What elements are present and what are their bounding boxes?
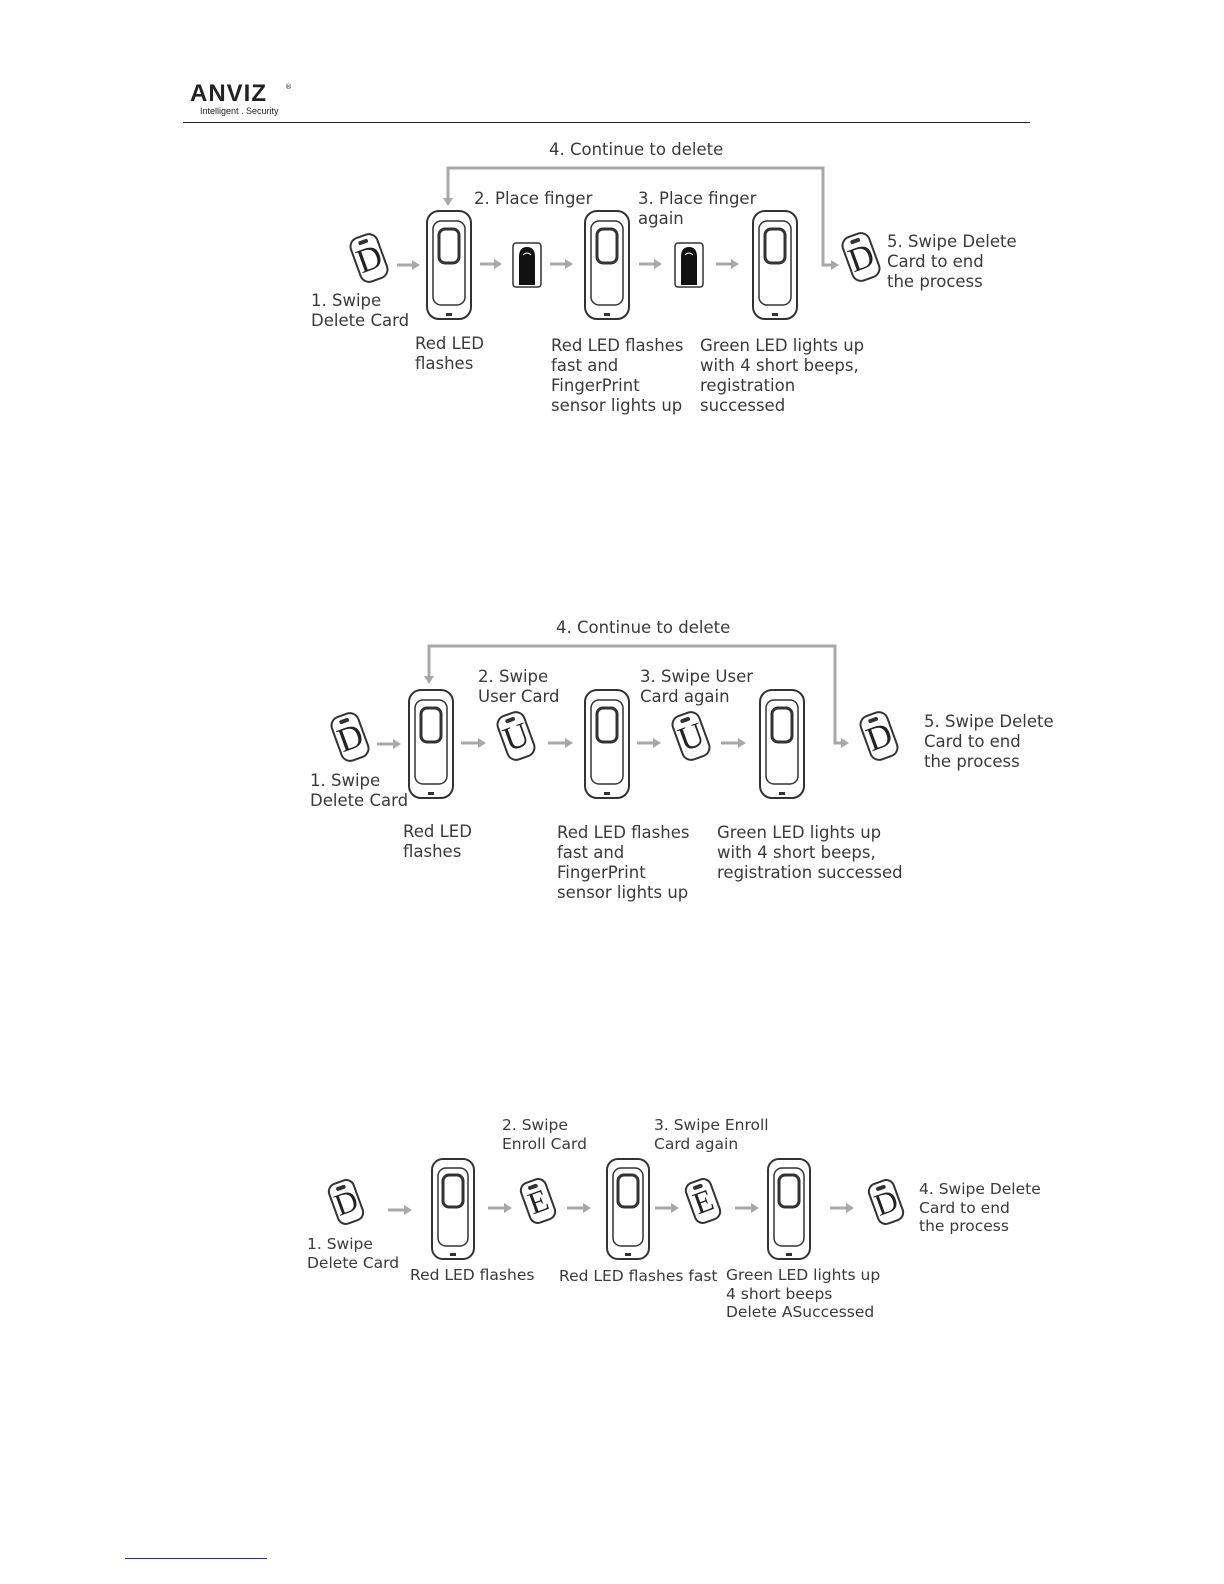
brand-tagline: Intelligent . Security — [200, 106, 279, 116]
step-1-label: 1. Swipe Delete Card — [311, 291, 410, 330]
reader-device-icon — [584, 210, 630, 320]
arrow-right-icon — [735, 1203, 759, 1213]
state-2-label: Red LED flashes fast — [559, 1267, 718, 1285]
arrow-right-icon — [548, 738, 573, 748]
diagram3-graphics: D E E — [327, 1158, 905, 1260]
loop-end-arrow-head — [831, 260, 839, 270]
step-3-label: 3. Swipe User Card again — [640, 667, 754, 706]
svg-text:D: D — [330, 1182, 363, 1223]
loop-arrow — [446, 166, 833, 267]
step-1-label: 1. Swipe Delete Card — [307, 1235, 400, 1272]
step-3-label: 3. Place finger again — [638, 189, 757, 228]
arrow-right-icon — [655, 1203, 679, 1213]
arrow-right-icon — [377, 739, 401, 749]
enroll-card-icon: E — [684, 1178, 722, 1224]
svg-text:D: D — [870, 1182, 903, 1223]
finger-icon — [674, 242, 704, 288]
reader-device-icon — [426, 210, 472, 320]
reader-device-icon — [752, 210, 798, 320]
step-2-label: 2. Swipe User Card — [478, 667, 560, 706]
finger-icon — [512, 242, 542, 288]
state-2-label: Red LED flashes fast and FingerPrint sen… — [557, 823, 690, 902]
loop-label: 4. Continue to delete — [549, 140, 724, 159]
loop-arrow — [427, 644, 843, 745]
reader-device-icon — [408, 689, 454, 799]
state-1-label: Red LED flashes — [403, 822, 472, 861]
arrow-right-icon — [550, 259, 573, 269]
reader-device-icon — [759, 689, 805, 799]
arrow-right-icon — [567, 1203, 591, 1213]
page-header: ANVIZ ® Intelligent . Security — [0, 0, 1224, 130]
state-3-label: Green LED lights up with 4 short beeps, … — [700, 336, 865, 415]
enroll-card-icon: E — [519, 1178, 557, 1224]
arrow-right-icon — [637, 738, 661, 748]
user-card-icon: U — [496, 711, 536, 761]
loop-end-arrow-head — [841, 738, 849, 748]
arrow-right-icon — [397, 260, 420, 270]
arrow-right-icon — [639, 259, 662, 269]
reader-device-icon — [767, 1158, 811, 1260]
loop-label: 4. Continue to delete — [556, 618, 731, 637]
arrow-right-icon — [388, 1205, 412, 1215]
footer-link-underline — [125, 1558, 267, 1559]
arrow-right-icon — [721, 738, 746, 748]
diagram1-graphics: D — [349, 166, 881, 320]
state-2-label: Red LED flashes fast and FingerPrint sen… — [551, 336, 684, 415]
reader-device-icon — [584, 689, 630, 799]
loop-arrow-head — [443, 198, 453, 206]
diagram-user-card-delete: D U U — [310, 618, 1054, 902]
brand-registered-mark: ® — [285, 83, 292, 91]
state-1-label: Red LED flashes — [415, 334, 484, 373]
step-3-label: 3. Swipe Enroll Card again — [654, 1116, 769, 1153]
step-4-label: 4. Swipe Delete Card to end the process — [919, 1180, 1041, 1235]
reader-device-icon — [606, 1158, 650, 1260]
arrow-right-icon — [716, 259, 739, 269]
step-2-label: 2. Place finger — [474, 189, 593, 208]
arrow-right-icon — [488, 1203, 512, 1213]
header-divider — [183, 122, 1030, 123]
delete-card-icon: D — [867, 1179, 905, 1225]
arrow-right-icon — [480, 259, 502, 269]
brand-logo: ANVIZ — [190, 80, 267, 107]
step-5-label: 5. Swipe Delete Card to end the process — [924, 712, 1054, 771]
step-2-label: 2. Swipe Enroll Card — [502, 1116, 587, 1153]
state-3-label: Green LED lights up with 4 short beeps, … — [717, 823, 903, 882]
state-3-label: Green LED lights up 4 short beeps Delete… — [726, 1266, 881, 1321]
diagram-fingerprint-delete: D — [0, 0, 1224, 430]
delete-card-icon: D — [327, 1179, 365, 1225]
step-1-label: 1. Swipe Delete Card — [310, 771, 409, 810]
diagram2-graphics: D U U — [330, 644, 899, 799]
arrow-right-icon — [830, 1203, 854, 1213]
loop-arrow-head — [424, 676, 434, 684]
diagram-enroll-card-delete: D E E — [307, 1116, 1041, 1321]
step-5-label: 5. Swipe Delete Card to end the process — [887, 232, 1017, 291]
arrow-right-icon — [461, 738, 486, 748]
reader-device-icon — [431, 1158, 475, 1260]
state-1-label: Red LED flashes — [410, 1266, 535, 1284]
